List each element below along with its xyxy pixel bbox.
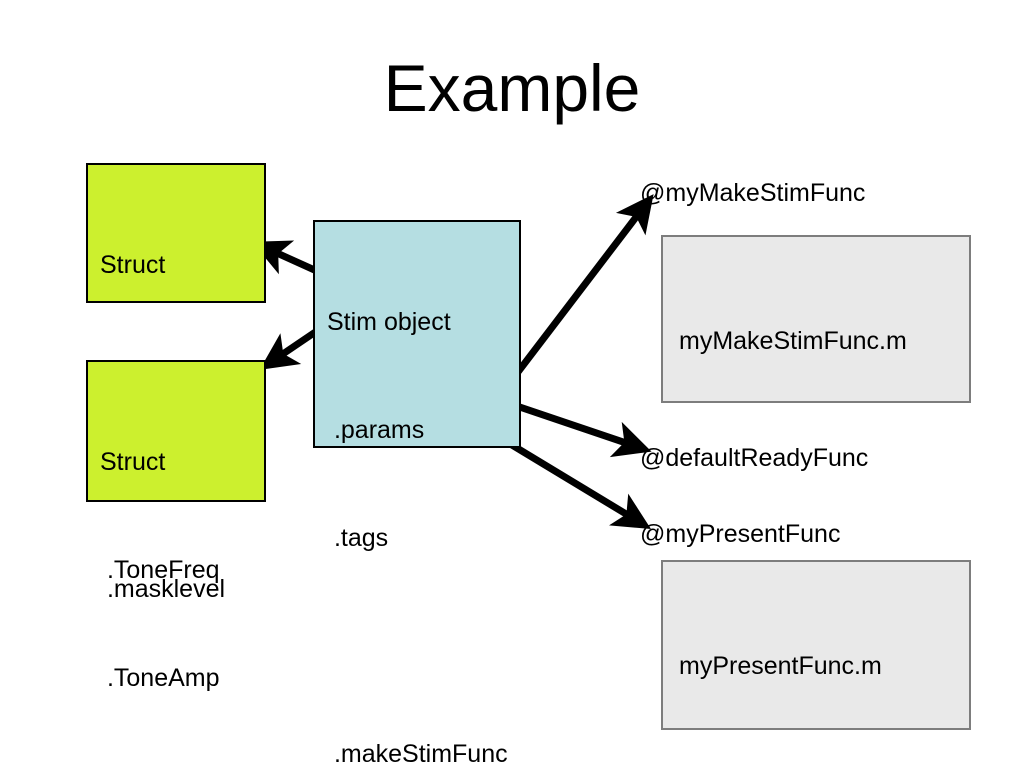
stim-object-line: .makeStimFunc: [327, 740, 508, 768]
params-struct-line: .masklevel: [100, 575, 226, 603]
stim-object-line: .params: [327, 416, 425, 444]
tags-struct-line: .ToneAmp: [100, 664, 220, 692]
make-stim-file-name: myMakeStimFunc.m: [679, 327, 907, 355]
stim-object-box: Stim object .params .tags .makeStimFunc …: [313, 220, 521, 768]
params-struct-line: Struct: [100, 251, 166, 279]
present-file-name: myPresentFunc.m: [679, 652, 882, 680]
my-present-handle-label: @myPresentFunc: [640, 520, 841, 548]
stim-object-line: Stim object: [327, 308, 451, 336]
present-file-spacer: [679, 758, 969, 768]
stim-object-spacer: [327, 628, 519, 664]
present-file-box: myPresentFunc.m ……. ……. …….: [661, 560, 971, 730]
make-stim-file-spacer: [679, 433, 969, 471]
arrow-make-stim-func-to-handle: [515, 194, 654, 375]
make-stim-handle-label: @myMakeStimFunc: [640, 179, 866, 207]
params-struct-box: Struct .probefreq .probelevel .masklevel: [86, 163, 266, 603]
tags-struct-line: Struct: [100, 448, 166, 476]
page-title: Example: [383, 51, 641, 125]
stim-object-line: .tags: [327, 524, 389, 552]
tags-struct-line: .ToneFreq: [100, 556, 220, 584]
default-ready-handle-label: @defaultReadyFunc: [640, 444, 869, 472]
tags-struct-box: Struct .ToneFreq .ToneAmp .NoiseAmp: [86, 360, 266, 692]
make-stim-file-box: myMakeStimFunc.m ……. ……. …….: [661, 235, 971, 768]
